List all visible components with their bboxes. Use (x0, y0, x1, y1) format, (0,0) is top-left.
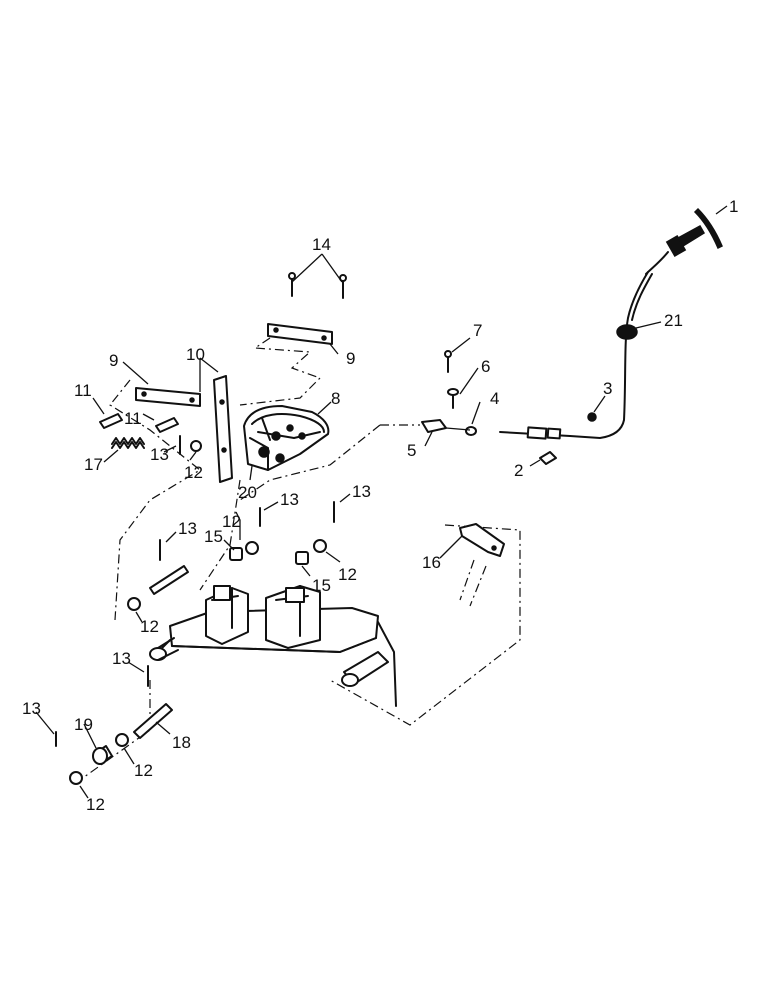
callout-12-lower-a: 12 (134, 761, 153, 780)
callout-12-right: 12 (338, 565, 357, 584)
callout-3: 3 (603, 379, 612, 398)
part-8-control-body (243, 405, 330, 471)
callout-2: 2 (514, 461, 523, 480)
part-14-bolts (288, 272, 347, 299)
part-15-bushing-left (229, 547, 243, 561)
phantom-outlines (79, 337, 521, 781)
callout-21: 21 (664, 311, 683, 330)
callout-20: 20 (238, 483, 257, 502)
part-12-washer-lower-a (115, 733, 129, 747)
part-1-t-handle (645, 207, 723, 275)
mounting-frame (149, 585, 397, 707)
pivot-rod-upper (149, 565, 189, 595)
callout-13-right: 13 (352, 482, 371, 501)
leader-lines (35, 205, 728, 799)
callout-4: 4 (490, 389, 499, 408)
callout-1: 1 (729, 197, 738, 216)
callout-8: 8 (331, 389, 340, 408)
part-7-cotter-pin (444, 350, 452, 373)
callout-13-center: 13 (280, 490, 299, 509)
callout-10: 10 (186, 345, 205, 364)
part-12-washer-lower-b (69, 771, 83, 785)
callout-15-right: 15 (312, 576, 331, 595)
callout-13-far-left: 13 (22, 699, 41, 718)
cable-assembly (569, 271, 653, 439)
part-21-grommet (616, 324, 638, 340)
callout-16: 16 (422, 553, 441, 572)
callout-14: 14 (312, 235, 331, 254)
callout-13-control: 13 (150, 445, 169, 464)
part-16-bracket (459, 523, 505, 607)
callout-5: 5 (407, 441, 416, 460)
part-10-upright-bar (213, 375, 233, 483)
part-9-plate-lower (135, 387, 201, 407)
cable-end-rod (499, 426, 571, 440)
callout-13-lower: 13 (112, 649, 131, 668)
part-3-nut (587, 412, 597, 422)
callout-12-center: 12 (222, 512, 241, 531)
part-11-pin-b (155, 417, 179, 433)
callout-9-upper: 9 (346, 349, 355, 368)
callout-15-left: 15 (204, 527, 223, 546)
callout-12-control: 12 (184, 463, 203, 482)
part-18-pivot-rod (133, 703, 173, 739)
part-12-washer-right (313, 539, 327, 553)
part-19-bushing (92, 745, 113, 765)
part-17-spring (111, 437, 145, 449)
part-11-pin-a (99, 413, 123, 429)
callout-7: 7 (473, 321, 482, 340)
callout-12-lower-b: 12 (86, 795, 105, 814)
part-12-washer-center (245, 541, 259, 555)
callout-11-b: 11 (124, 409, 142, 428)
callout-9-lower: 9 (109, 351, 118, 370)
part-5-clevis (421, 419, 471, 433)
part-12-washer-left (127, 597, 141, 611)
part-15-bushing-right (295, 551, 309, 565)
callout-19: 19 (74, 715, 93, 734)
callout-11-a: 11 (74, 381, 92, 400)
callout-12-left: 12 (140, 617, 159, 636)
part-12-washer-control (190, 440, 202, 452)
part-6-clevis-pin (447, 388, 459, 409)
callout-17: 17 (84, 455, 103, 474)
callout-18: 18 (172, 733, 191, 752)
part-9-plate-upper (267, 323, 333, 345)
callout-13-left: 13 (178, 519, 197, 538)
callout-6: 6 (481, 357, 490, 376)
part-2-clip (539, 451, 557, 465)
part-4-washer (465, 426, 477, 436)
callout-labels: 1 21 3 2 4 5 6 7 8 14 9 9 10 11 11 17 13… (22, 197, 738, 814)
